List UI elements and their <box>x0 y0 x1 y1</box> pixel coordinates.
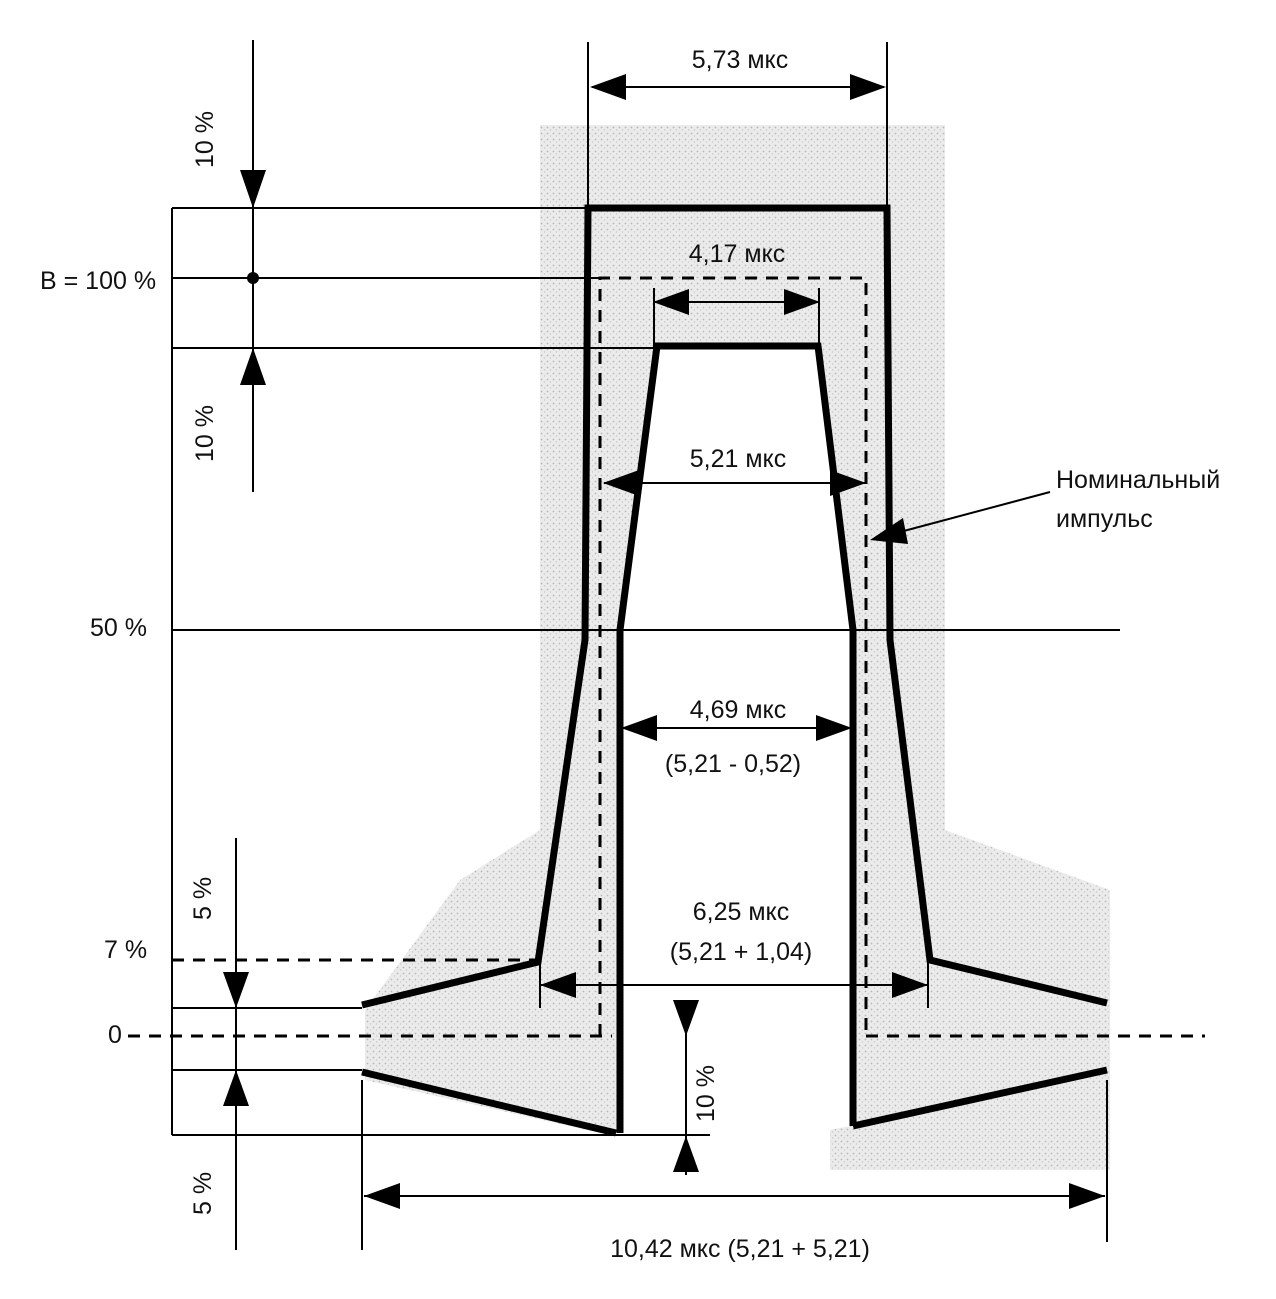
arrow-min-left <box>621 715 657 741</box>
arrow-5pct-lower <box>223 1070 249 1106</box>
b-level-dot <box>247 272 259 284</box>
arrow-5pct-upper <box>223 972 249 1008</box>
label-total-width: 10,42 мкс (5,21 + 5,21) <box>610 1235 870 1263</box>
label-nominal-pulse-line2: импульс <box>1056 505 1153 533</box>
arrow-flat-top-left <box>653 289 689 315</box>
label-nominal-width: 5,21 мкс <box>690 445 787 473</box>
label-min-width: 4,69 мкс <box>690 696 787 724</box>
label-max-width-calc: (5,21 + 1,04) <box>670 938 812 966</box>
label-max-width: 6,25 мкс <box>693 898 790 926</box>
arrow-max-left <box>540 972 576 998</box>
label-level-0: 0 <box>108 1021 122 1049</box>
arrow-10pct-bottom-upper <box>673 1000 699 1036</box>
arrow-10pct-mid <box>240 348 266 385</box>
outer-tolerance-contour <box>361 204 1108 1009</box>
label-flat-top: 4,17 мкс <box>689 240 786 268</box>
arrow-nominal-right <box>830 470 866 496</box>
arrow-10pct-top <box>240 170 266 208</box>
tolerance-region-inner-gap <box>663 395 823 995</box>
nominal-pulse-pointer-line <box>899 491 1051 533</box>
label-pct-10-bottom: 10 % <box>692 1065 720 1122</box>
label-nominal-pulse-line1: Номинальный <box>1056 466 1220 494</box>
nominal-pulse-pointer-arrow <box>870 518 908 544</box>
label-pct-10-mid: 10 % <box>191 405 219 462</box>
label-top-width: 5,73 мкс <box>692 46 789 74</box>
inner-tolerance-contour <box>616 342 857 1133</box>
arrow-top-width-right <box>850 74 886 100</box>
label-level-50: 50 % <box>90 614 147 642</box>
arrow-max-right <box>892 972 928 998</box>
label-level-7: 7 % <box>104 936 147 964</box>
arrow-10pct-bottom-lower <box>673 1136 699 1172</box>
arrow-nominal-left <box>603 470 639 496</box>
arrow-total-right <box>1069 1183 1105 1209</box>
arrow-top-width-left <box>590 74 626 100</box>
label-min-width-calc: (5,21 - 0,52) <box>665 750 801 778</box>
arrow-flat-top-right <box>784 289 820 315</box>
lower-tolerance-contour-left <box>361 1068 617 1137</box>
nominal-pulse-outline <box>598 276 868 1036</box>
arrow-total-left <box>364 1183 400 1209</box>
lower-tolerance-contour-right <box>852 1066 1108 1130</box>
label-level-b: B = 100 % <box>40 267 156 295</box>
label-pct-5-lower: 5 % <box>189 1172 217 1215</box>
label-pct-5-upper: 5 % <box>189 877 217 920</box>
arrow-min-right <box>816 715 852 741</box>
label-pct-10-top: 10 % <box>191 111 219 168</box>
